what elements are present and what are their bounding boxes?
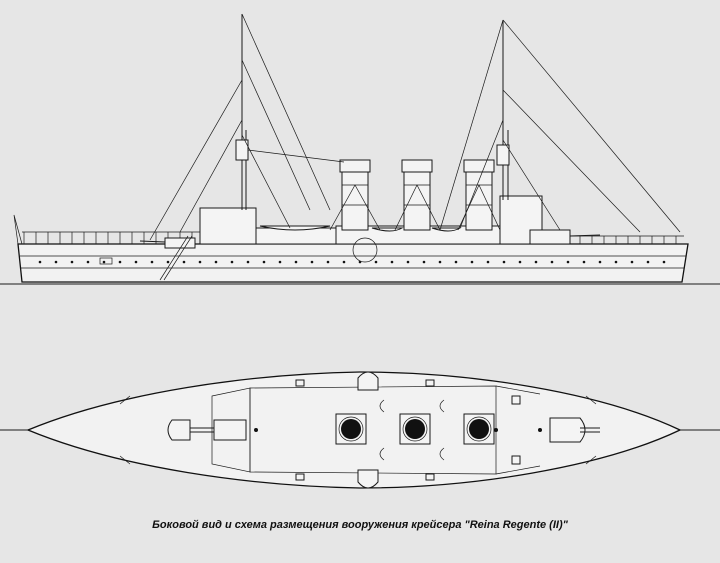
funnel-3 [463, 159, 495, 231]
porthole [470, 260, 474, 264]
porthole [166, 260, 170, 264]
portholes [38, 260, 666, 264]
porthole [38, 260, 42, 264]
porthole [54, 260, 58, 264]
porthole [438, 260, 442, 264]
sponsons [295, 371, 521, 489]
forward-bridge [199, 207, 257, 245]
porthole [646, 260, 650, 264]
funnels-plan [335, 413, 495, 445]
porthole [150, 260, 154, 264]
porthole [278, 260, 282, 264]
porthole [310, 260, 314, 264]
bow-gun [167, 419, 247, 441]
porthole [70, 260, 74, 264]
porthole [326, 260, 330, 264]
porthole [246, 260, 250, 264]
porthole [502, 260, 506, 264]
porthole [374, 260, 378, 264]
forward-gun [164, 237, 196, 249]
porthole [182, 260, 186, 264]
aft-gun [529, 229, 571, 245]
porthole [598, 260, 602, 264]
porthole [230, 260, 234, 264]
figure-caption: Боковой вид и схема размещения вооружени… [152, 519, 568, 531]
porthole [454, 260, 458, 264]
porthole [198, 260, 202, 264]
porthole [486, 260, 490, 264]
porthole [662, 260, 666, 264]
porthole [134, 260, 138, 264]
porthole [86, 260, 90, 264]
porthole [390, 260, 394, 264]
porthole [614, 260, 618, 264]
porthole [518, 260, 522, 264]
porthole [534, 260, 538, 264]
porthole [566, 260, 570, 264]
side-view [0, 13, 720, 285]
porthole [550, 260, 554, 264]
porthole [118, 260, 122, 264]
porthole [262, 260, 266, 264]
funnel-1 [339, 159, 371, 231]
porthole [406, 260, 410, 264]
porthole [342, 260, 346, 264]
porthole [294, 260, 298, 264]
stern-gun [549, 417, 600, 443]
plan-view [0, 371, 720, 489]
porthole [102, 260, 106, 264]
porthole [422, 260, 426, 264]
porthole [582, 260, 586, 264]
boat-1 [259, 225, 331, 231]
porthole [214, 260, 218, 264]
funnel-2 [401, 159, 433, 231]
porthole [630, 260, 634, 264]
